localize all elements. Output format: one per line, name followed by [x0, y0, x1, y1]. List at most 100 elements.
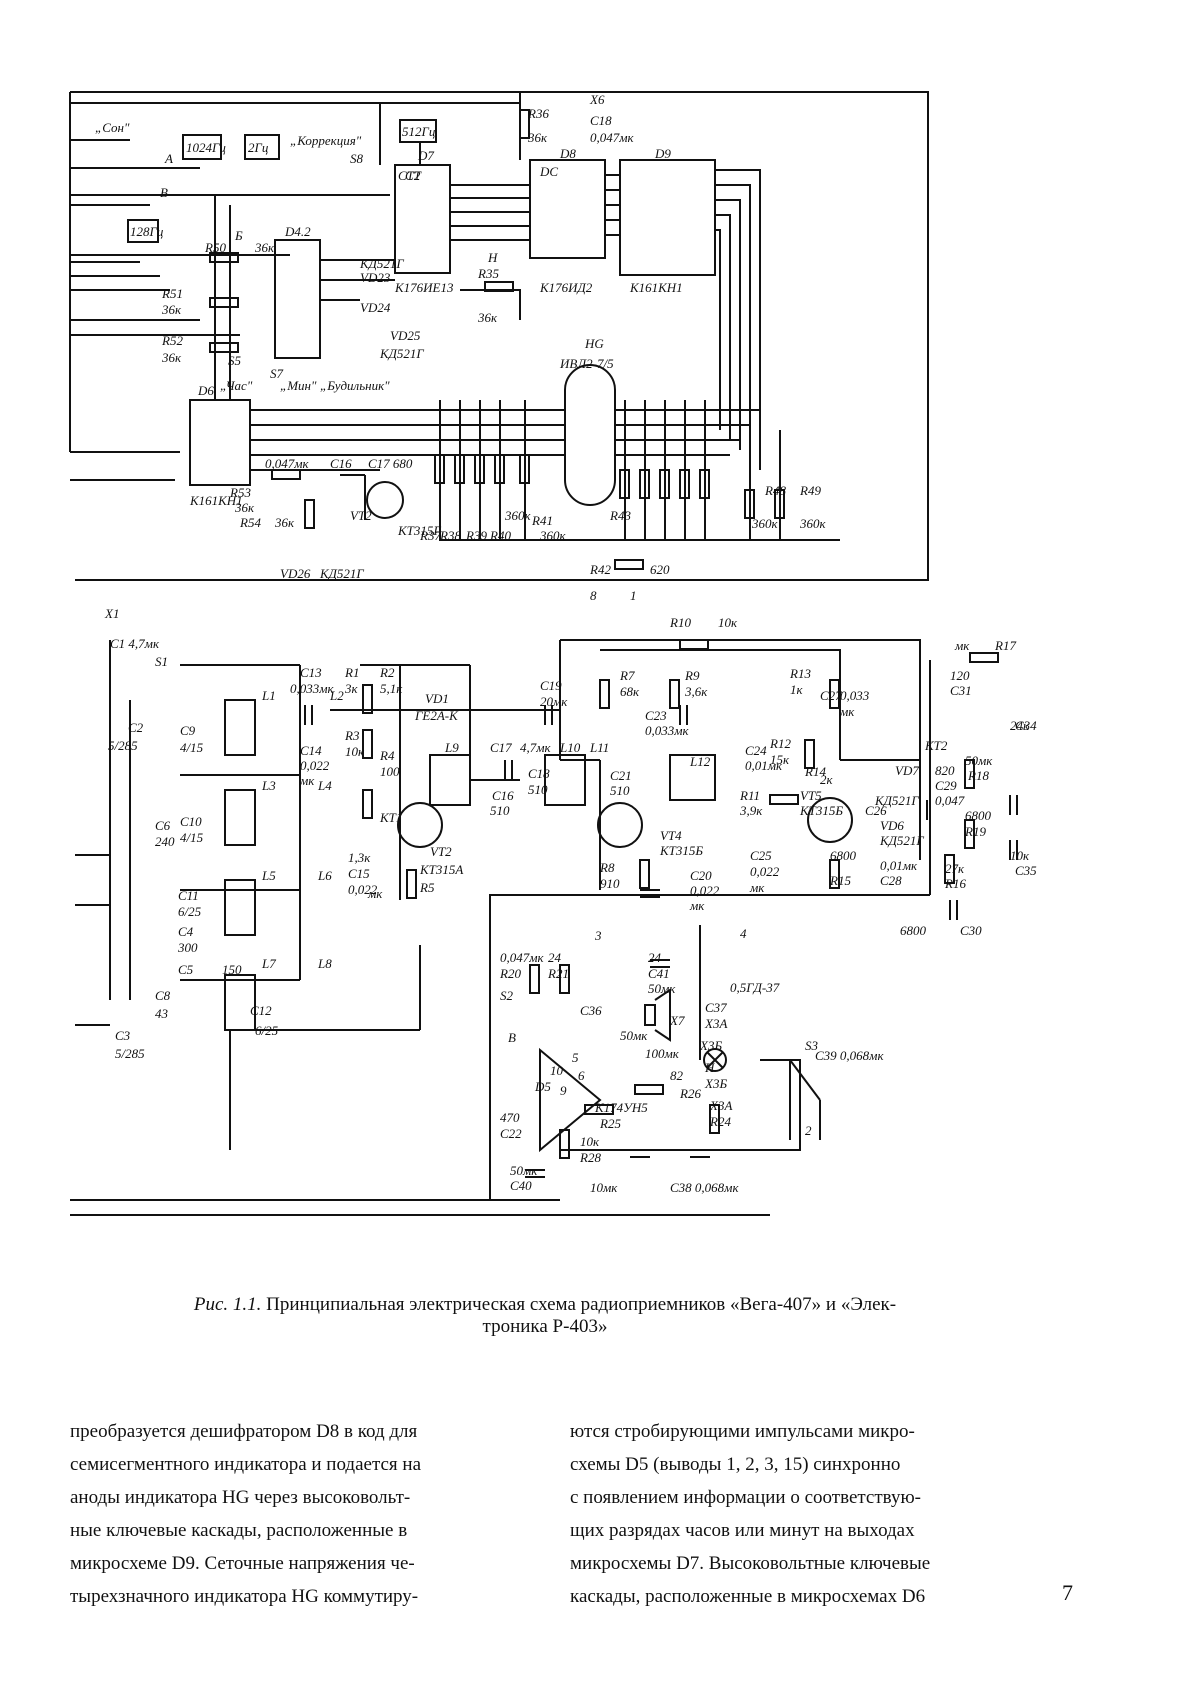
upper-schematic-label: HG: [584, 336, 604, 351]
upper-schematic-label: КТ315Г: [397, 523, 441, 538]
upper-schematic-label: 36к: [527, 130, 548, 145]
lower-schematic-label: Х3А: [709, 1098, 732, 1113]
lower-schematic-label: C17: [490, 740, 512, 755]
lower-schematic-label: L10: [559, 740, 581, 755]
upper-schematic-label: D8: [559, 146, 576, 161]
lower-schematic-label: 2: [805, 1123, 812, 1138]
lower-schematic-label: C36: [580, 1003, 602, 1018]
caption-line-1: Принципиальная электрическая схема радио…: [266, 1294, 897, 1315]
upper-schematic-label: DC: [539, 164, 558, 179]
upper-schematic-label: „Час": [220, 378, 253, 393]
lower-schematic-label: R5: [419, 880, 435, 895]
lower-schematic-label: 0,022: [690, 883, 720, 898]
lower-schematic-label: 50мк: [620, 1028, 648, 1043]
circuit-schematic: „Сон"АВ1024Гц2Гц„Коррекция"S8512ГцБХ6R36…: [69, 91, 1037, 1216]
lower-schematic-label: C12: [250, 1003, 272, 1018]
upper-schematic-label: D9: [654, 146, 671, 161]
lower-schematic-label: Х3А: [704, 1016, 727, 1031]
lower-schematic-label: 0,033мк: [290, 681, 335, 696]
upper-schematic-label: S8: [350, 151, 364, 166]
upper-schematic-label: 36к: [274, 515, 295, 530]
lower-schematic-label: 10к: [345, 744, 365, 759]
upper-schematic-label: C16: [330, 456, 352, 471]
lower-schematic-label: C29: [935, 778, 957, 793]
upper-schematic-label: VD25: [390, 328, 421, 343]
upper-schematic-label: R50: [204, 240, 226, 255]
lower-schematic-label: VD7: [895, 763, 919, 778]
lower-schematic-label: мк: [367, 886, 383, 901]
lower-schematic-label: 0,022: [300, 758, 330, 773]
upper-schematic-label: R42: [589, 562, 611, 577]
lower-schematic-label: L12: [689, 754, 711, 769]
lower-schematic-label: 910: [600, 876, 620, 891]
lower-schematic-label: 68к: [620, 684, 640, 699]
lower-schematic-label: C21: [610, 768, 632, 783]
lower-schematic-label: 820: [935, 763, 955, 778]
upper-schematic-label: VD26: [280, 566, 311, 581]
upper-schematic-label: КД521Г: [319, 566, 364, 581]
upper-schematic-label: „Сон": [95, 120, 130, 135]
upper-schematic-label: S5: [228, 353, 242, 368]
upper-schematic-label: D6: [197, 383, 214, 398]
lower-schematic-label: КТ315Б: [659, 843, 703, 858]
lower-schematic-label: Х7: [669, 1013, 685, 1028]
text-line: с появлением информации о соответствую-: [570, 1487, 921, 1508]
lower-schematic-label: C24: [745, 743, 767, 758]
lower-schematic-label: 1к: [790, 682, 804, 697]
lower-schematic-label: 0,047мк: [500, 950, 545, 965]
lower-schematic-label: 6800: [900, 923, 927, 938]
upper-schematic-label: 36к: [161, 350, 182, 365]
lower-schematic-label: Х1: [104, 606, 119, 621]
text-line: каскады, расположенные в микросхемах D6: [570, 1586, 926, 1607]
lower-schematic-label: 3,6к: [684, 684, 708, 699]
lower-schematic-label: 240: [155, 834, 175, 849]
lower-schematic-label: 5/285: [115, 1046, 145, 1061]
lower-schematic-label: R15: [829, 873, 851, 888]
lower-schematic-label: S3: [805, 1038, 819, 1053]
lower-schematic-label: 510: [490, 803, 510, 818]
lower-schematic-label: 24: [648, 950, 662, 965]
upper-schematic-label: 360к: [751, 516, 779, 531]
lower-schematic-label: 9: [560, 1083, 567, 1098]
lower-schematic-label: L5: [261, 868, 276, 883]
lower-schematic-label: 43: [155, 1006, 169, 1021]
lower-schematic-label: C18: [528, 766, 550, 781]
lower-schematic-label: 150: [222, 962, 242, 977]
upper-schematic-label: R38: [439, 528, 461, 543]
upper-schematic-label: S7: [270, 366, 284, 381]
upper-schematic-label: К176ИД2: [539, 280, 593, 295]
lower-schematic-label: C39 0,068мк: [815, 1048, 884, 1063]
text-line: микросхеме D9. Сеточные напряжения че-: [70, 1553, 415, 1574]
upper-schematic-label: R43: [609, 508, 631, 523]
lower-schematic-label: мк: [954, 638, 970, 653]
upper-schematic-label: R48: [764, 483, 786, 498]
lower-schematic-label: C9: [180, 723, 196, 738]
upper-schematic-label: 0,047мк: [265, 456, 310, 471]
lower-schematic-label: R13: [789, 666, 811, 681]
lower-schematic-label: 27к: [945, 861, 965, 876]
lower-schematic-label: 2к: [820, 772, 834, 787]
lower-schematic-label: 0,01мк: [745, 758, 783, 773]
lower-schematic-label: C11: [178, 888, 199, 903]
upper-schematic-label: R52: [161, 333, 183, 348]
upper-schematic-label: КД521Г: [379, 346, 424, 361]
lower-schematic-label: 0,5ГД-37: [730, 980, 780, 995]
lower-schematic-label: 120: [950, 668, 970, 683]
lower-schematic-label: КТ2: [924, 738, 948, 753]
lower-schematic-label: R12: [769, 736, 791, 751]
lower-schematic-label: 0,033: [840, 688, 870, 703]
lower-schematic-label: C28: [880, 873, 902, 888]
upper-schematic-label: 360к: [799, 516, 827, 531]
lower-schematic-label: R20: [499, 966, 521, 981]
upper-schematic-label: R54: [239, 515, 261, 530]
lower-schematic-label: C8: [155, 988, 171, 1003]
lower-schematic-label: C15: [348, 866, 370, 881]
text-line: схемы D5 (выводы 1, 2, 3, 15) синхронно: [570, 1454, 901, 1475]
lower-schematic-label: C31: [950, 683, 972, 698]
lower-schematic-label: 5: [572, 1050, 579, 1065]
lower-schematic-label: C40: [510, 1178, 532, 1193]
upper-schematic-label: 360к: [539, 528, 567, 543]
lower-schematic-label: C20: [690, 868, 712, 883]
lower-schematic-label: 0,022: [750, 864, 780, 879]
upper-schematic-label: VT2: [350, 508, 372, 523]
